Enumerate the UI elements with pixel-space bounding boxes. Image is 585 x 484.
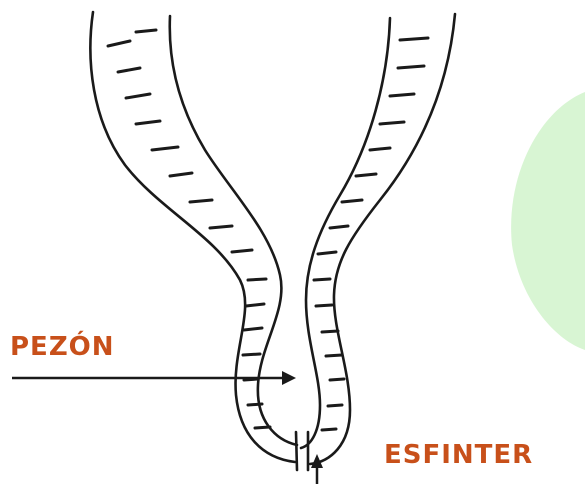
pezon-label: PEZÓN (10, 332, 115, 362)
right-inner-wall (301, 18, 390, 448)
esfinter-arrow (311, 454, 323, 484)
background-blob (511, 92, 585, 350)
sphincter-channel-left (296, 432, 297, 470)
esfinter-label: ESFINTER (384, 440, 533, 470)
left-inner-wall (170, 16, 297, 445)
pezon-arrow (12, 371, 296, 385)
